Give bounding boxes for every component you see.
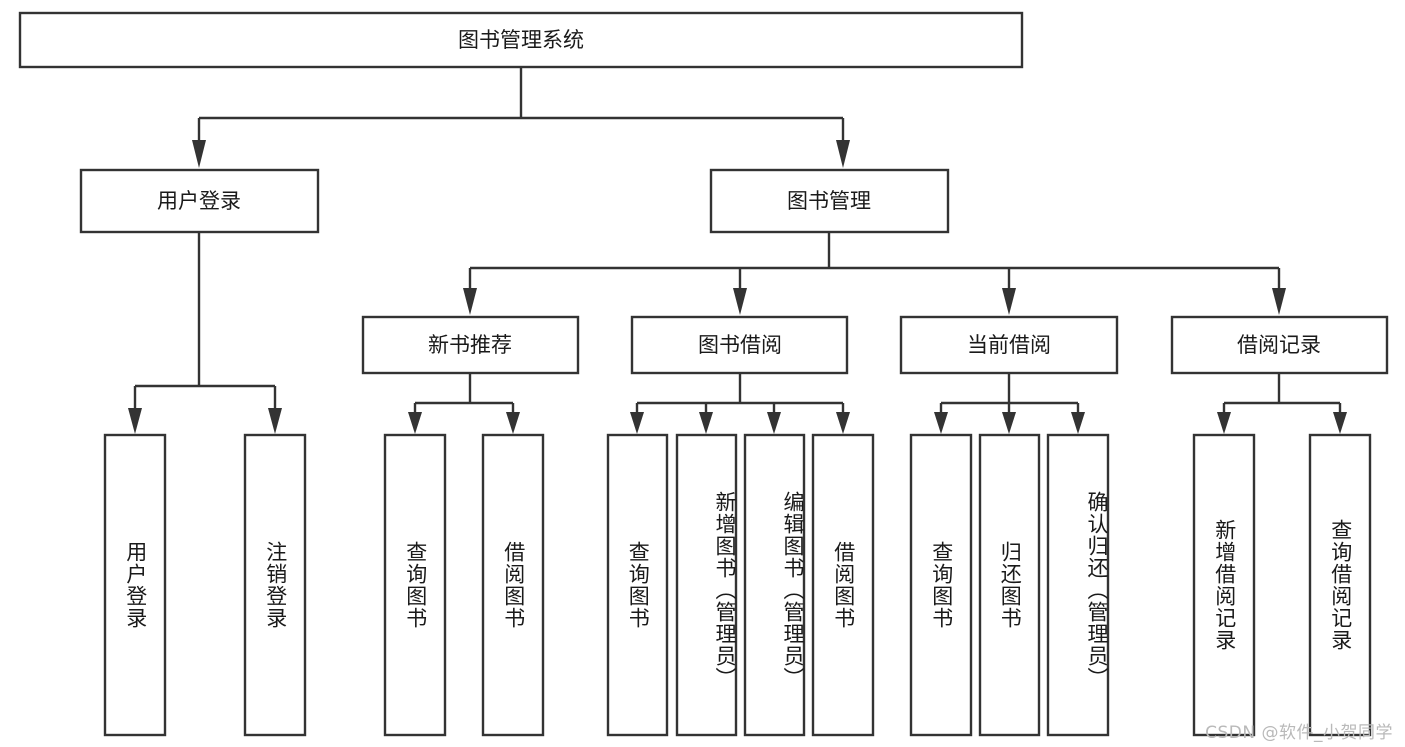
leaf-box-current-borrow-0[interactable]	[909, 433, 973, 737]
leaf-box-user-login-0[interactable]	[103, 433, 167, 737]
connector-root-to-level2	[192, 67, 850, 168]
node-book-management-label: 图书管理	[787, 189, 871, 213]
leaf-box-book-borrow-2[interactable]	[743, 433, 806, 737]
node-root-system[interactable]: 图书管理系统	[18, 11, 1024, 69]
node-borrow-record-label: 借阅记录	[1237, 333, 1321, 357]
connector-book-borrow-to-leaves	[630, 373, 850, 434]
leaf-box-borrow-record-1[interactable]	[1308, 433, 1372, 737]
node-user-login[interactable]: 用户登录	[79, 168, 320, 234]
node-borrow-record[interactable]: 借阅记录	[1170, 315, 1389, 375]
connector-book-mgmt-to-level3	[463, 232, 1286, 315]
connector-current-borrow-to-leaves	[934, 373, 1085, 434]
leaf-box-user-login-1[interactable]	[243, 433, 307, 737]
node-root-system-label: 图书管理系统	[458, 28, 584, 52]
leaf-box-new-book-0[interactable]	[383, 433, 447, 737]
csdn-watermark: CSDN @软件_小贺同学	[1205, 723, 1393, 743]
leaf-box-new-book-1[interactable]	[481, 433, 545, 737]
node-new-book-recommend[interactable]: 新书推荐	[361, 315, 580, 375]
leaf-box-book-borrow-1[interactable]	[675, 433, 738, 737]
node-new-book-recommend-label: 新书推荐	[428, 333, 512, 357]
connector-borrow-record-to-leaves	[1217, 373, 1347, 434]
node-book-borrow-label: 图书借阅	[698, 333, 782, 357]
node-current-borrow[interactable]: 当前借阅	[899, 315, 1119, 375]
leaf-box-borrow-record-0[interactable]	[1192, 433, 1256, 737]
node-current-borrow-label: 当前借阅	[967, 333, 1051, 357]
node-book-management[interactable]: 图书管理	[709, 168, 950, 234]
leaf-box-book-borrow-3[interactable]	[811, 433, 875, 737]
connector-new-book-to-leaves	[408, 373, 520, 434]
connector-user-login-to-leaves	[128, 232, 282, 434]
node-book-borrow[interactable]: 图书借阅	[630, 315, 849, 375]
leaf-box-book-borrow-0[interactable]	[606, 433, 669, 737]
leaf-box-current-borrow-2[interactable]	[1046, 433, 1110, 737]
leaf-box-current-borrow-1[interactable]	[978, 433, 1041, 737]
node-user-login-label: 用户登录	[157, 189, 241, 213]
